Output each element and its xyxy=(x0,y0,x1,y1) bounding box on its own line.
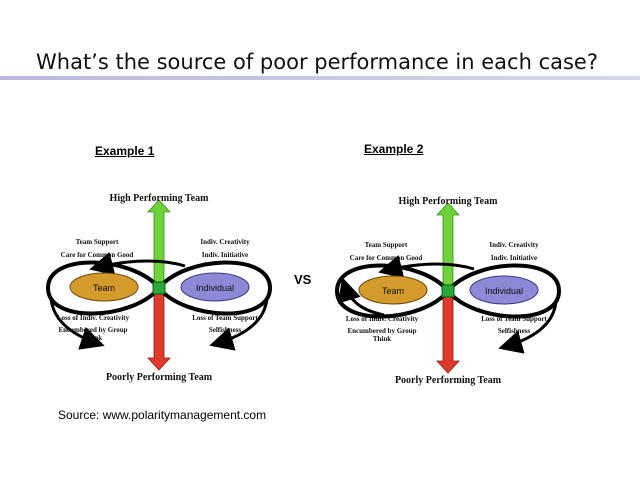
individual-pole-label: Individual xyxy=(196,283,234,293)
team-downside-1: Loss of Indiv. Creativity xyxy=(57,314,130,322)
team-pole-label: Team xyxy=(93,283,115,293)
indiv-upside-1: Indiv. Creativity xyxy=(200,238,250,246)
vs-label: VS xyxy=(294,272,312,287)
loop-arrow-right-down xyxy=(209,297,269,351)
example-2-label: Example 2 xyxy=(364,142,424,156)
team-pole xyxy=(69,272,139,302)
individual-pole-label: Individual xyxy=(485,286,523,296)
indiv-downside-2: Selfishness xyxy=(209,326,242,334)
source-citation: Source: www.polaritymanagement.com xyxy=(58,408,267,422)
up-arrow xyxy=(436,202,460,289)
poorly-performing-label: Poorly Performing Team xyxy=(395,375,502,386)
title-divider xyxy=(0,76,640,80)
down-arrow xyxy=(147,284,171,371)
individual-pole xyxy=(180,272,250,302)
loop-arrow-top xyxy=(89,251,186,276)
center-node xyxy=(441,284,455,298)
team-downside-2: Encumbered by Group xyxy=(348,327,417,335)
up-arrow xyxy=(147,199,171,286)
team-pole xyxy=(358,275,428,305)
high-performing-label: High Performing Team xyxy=(110,193,210,204)
loop-arrow-top xyxy=(378,254,475,279)
team-upside-2: Care for Common Good xyxy=(350,254,423,262)
loop-arrow-left-up xyxy=(337,277,385,317)
indiv-upside-1: Indiv. Creativity xyxy=(489,241,539,249)
down-arrow xyxy=(436,287,460,374)
team-upside-2: Care for Common Good xyxy=(61,251,134,259)
loop-arrow-right-down xyxy=(498,300,558,354)
polarity-map-example-2: High Performing Team Poorly Performing T… xyxy=(324,187,574,387)
team-downside-3: Think xyxy=(373,335,391,343)
team-downside-2: Encumbered by Group xyxy=(59,326,128,334)
high-performing-label: High Performing Team xyxy=(399,196,499,207)
polarity-map-example-1: High Performing Team Poorly Performing T… xyxy=(35,184,285,384)
team-upside-1: Team Support xyxy=(365,241,408,249)
indiv-upside-2: Indiv. Initiative xyxy=(491,254,537,262)
team-downside-1: Loss of Indiv. Creativity xyxy=(346,315,419,323)
center-node xyxy=(152,281,166,295)
indiv-downside-2: Selfishness xyxy=(498,327,531,335)
team-pole-label: Team xyxy=(382,286,404,296)
indiv-downside-1: Loss of Team Support xyxy=(481,315,547,323)
team-downside-3: Think xyxy=(84,334,102,342)
team-upside-1: Team Support xyxy=(76,238,119,246)
example-1-label: Example 1 xyxy=(95,144,155,158)
slide-title: What’s the source of poor performance in… xyxy=(36,50,598,74)
indiv-upside-2: Indiv. Initiative xyxy=(202,251,248,259)
loop-arrow-left-down xyxy=(49,297,105,350)
poorly-performing-label: Poorly Performing Team xyxy=(106,372,213,383)
individual-pole xyxy=(469,275,539,305)
indiv-downside-1: Loss of Team Support xyxy=(192,314,258,322)
